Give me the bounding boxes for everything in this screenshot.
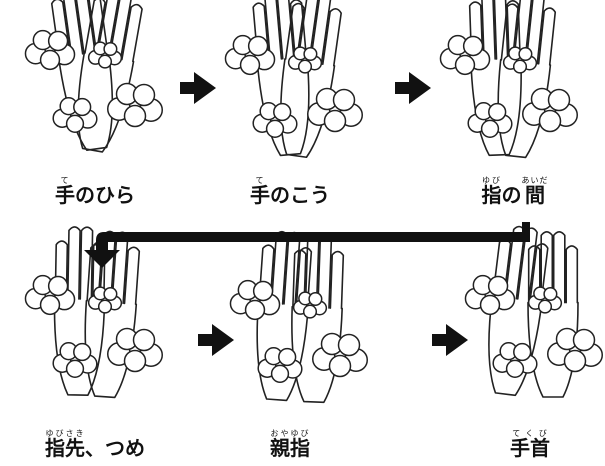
label-text: のひら xyxy=(75,183,135,207)
foam-bubble xyxy=(65,359,85,378)
foam-bubble xyxy=(265,119,285,138)
label-text: 指 xyxy=(481,183,502,207)
foam-bubble xyxy=(278,347,297,367)
right-arrow-icon xyxy=(180,72,216,104)
foam-bubble xyxy=(97,299,113,314)
foam-bubble xyxy=(323,109,347,133)
foam-bubble xyxy=(518,46,533,62)
foam-bubble xyxy=(244,299,266,321)
hand-outline xyxy=(50,0,114,152)
foam-bubble xyxy=(252,280,274,302)
furigana: ゆび xyxy=(481,176,502,185)
foam-bubble xyxy=(270,364,290,383)
foam-bubble xyxy=(47,275,69,297)
label-kanji: 間あいだ xyxy=(522,176,549,205)
foam-bubble xyxy=(480,119,500,138)
label-text: 手 xyxy=(55,183,75,207)
foam-bubble xyxy=(572,328,596,352)
label-kanji: 親指おやゆび xyxy=(270,429,310,458)
foam-bubble xyxy=(297,59,313,74)
foam-bubble xyxy=(543,286,558,302)
foam-bubble xyxy=(337,333,361,357)
foam-bubble xyxy=(132,83,156,107)
label-text: の xyxy=(501,183,522,207)
foam-bubble xyxy=(303,46,318,62)
down-arrow-head-icon xyxy=(84,250,120,268)
foam-bubble xyxy=(308,291,323,307)
label-kanji: 指ゆび xyxy=(482,176,502,205)
foam-bubble xyxy=(123,104,147,128)
panel-palms xyxy=(24,0,163,153)
furigana: おやゆび xyxy=(270,429,310,438)
foam-bubble xyxy=(563,349,587,373)
furigana: てくび xyxy=(510,429,550,438)
foam-bubble xyxy=(547,88,571,112)
furigana: て xyxy=(250,176,270,185)
foam-bubble xyxy=(302,304,318,319)
hand-outline xyxy=(468,0,522,157)
hand-outline xyxy=(291,235,345,404)
panel-backs xyxy=(224,0,363,159)
label-kanji: 指先ゆびさき xyxy=(45,429,85,458)
label-text: 、つめ xyxy=(85,436,145,460)
right-arrow-icon xyxy=(395,72,431,104)
label-between: 指ゆびの間あいだ xyxy=(430,165,600,205)
foam-bubble xyxy=(328,354,352,378)
foam-bubble xyxy=(47,30,69,52)
foam-bubble xyxy=(39,294,61,316)
foam-bubble xyxy=(73,342,92,362)
foam-bubble xyxy=(97,54,113,69)
label-text: 手首 xyxy=(510,436,550,460)
label-backs: 手てのこう xyxy=(215,165,365,205)
return-arrow-icon xyxy=(96,222,530,252)
foam-bubble xyxy=(487,275,509,297)
panel-thumbs xyxy=(229,230,368,404)
foam-bubble xyxy=(537,299,553,314)
foam-bubble xyxy=(132,328,156,352)
foam-bubble xyxy=(479,294,501,316)
label-kanji: 手て xyxy=(55,176,75,205)
label-kanji: 手て xyxy=(250,176,270,205)
label-kanji: 手首てくび xyxy=(510,429,550,458)
furigana: あいだ xyxy=(521,176,549,185)
right-arrow-icon xyxy=(198,324,234,356)
label-fingertips: 指先ゆびさき、つめ xyxy=(10,418,180,458)
hand-outline xyxy=(497,0,557,159)
label-thumbs: 親指おやゆび xyxy=(215,418,365,458)
foam-bubble xyxy=(505,359,525,378)
foam-bubble xyxy=(512,59,528,74)
foam-bubble xyxy=(73,97,92,117)
foam-bubble xyxy=(239,54,261,76)
label-text: 間 xyxy=(521,183,549,207)
panel-fingertips xyxy=(24,226,163,399)
furigana: て xyxy=(55,176,75,185)
label-text: 親指 xyxy=(270,436,310,460)
foam-bubble xyxy=(513,342,532,362)
foam-bubble xyxy=(39,49,61,71)
foam-bubble xyxy=(488,102,507,122)
foam-bubble xyxy=(273,102,292,122)
foam-bubble xyxy=(65,114,85,133)
foam-bubble xyxy=(454,54,476,76)
foam-bubble xyxy=(247,35,269,57)
label-wrists: 手首てくび xyxy=(455,418,605,458)
foam-bubble xyxy=(123,349,147,373)
foam-bubble xyxy=(462,35,484,57)
panel-wrists xyxy=(464,225,603,398)
foam-bubble xyxy=(332,88,356,112)
label-palms: 手てのひら xyxy=(20,165,170,205)
label-text: 指先 xyxy=(45,436,85,460)
foam-bubble xyxy=(103,286,118,302)
right-arrow-icon xyxy=(432,324,468,356)
label-text: 手 xyxy=(250,183,270,207)
label-text: のこう xyxy=(270,183,330,207)
foam-bubble xyxy=(103,41,118,57)
furigana: ゆびさき xyxy=(45,429,85,438)
foam-bubble xyxy=(538,109,562,133)
panel-between xyxy=(439,0,578,159)
